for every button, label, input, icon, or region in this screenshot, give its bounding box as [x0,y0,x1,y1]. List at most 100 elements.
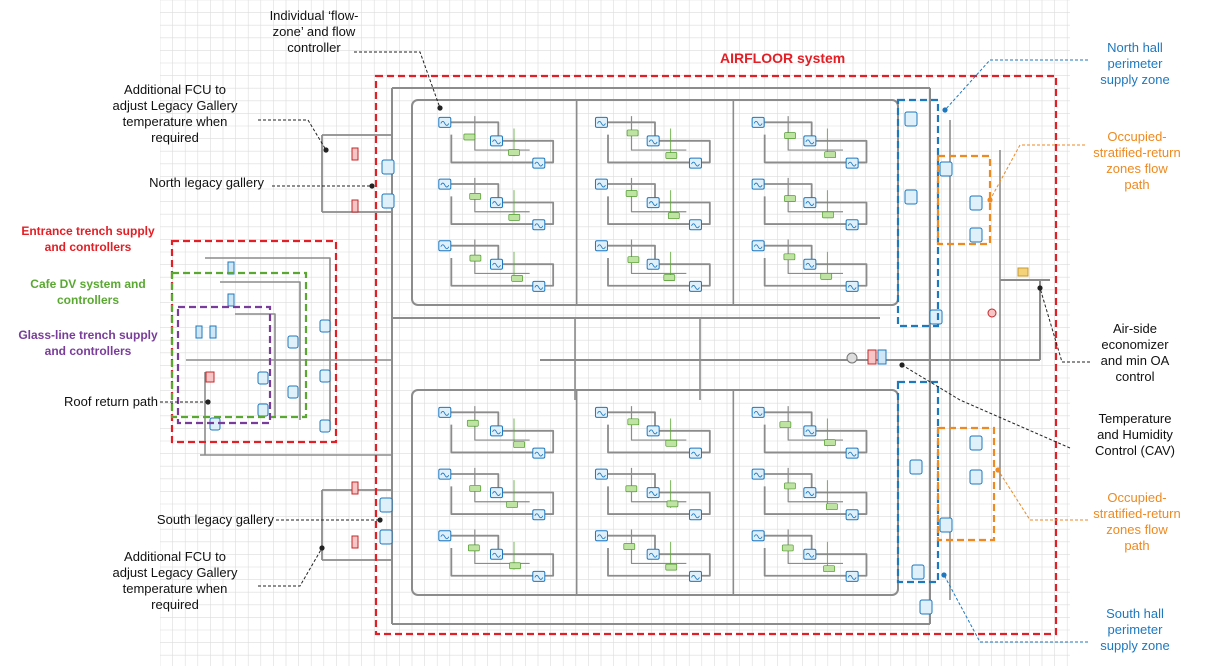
north-legacy-gallery-label: North legacy gallery [100,175,264,191]
controller-icon [470,193,481,199]
legacy-unit-icon [382,194,394,208]
south-hall-leader-dot [941,572,946,577]
outdoor-air-icon [988,309,996,317]
flow-zone-icon [752,531,764,541]
occupied-top-leader-dot [987,197,992,202]
flow-zone-icon [689,158,701,168]
controller-icon [824,566,835,572]
controller-icon [628,257,639,263]
trench-coil-icon [196,326,202,338]
trench-unit-icon [320,370,330,382]
airfloor-title: AIRFLOOR system [720,50,845,66]
flow-zone-icon [533,571,545,581]
flow-zone-icon [752,407,764,417]
controller-icon [825,152,836,158]
flow-zone-icon [846,448,858,458]
south-fcu-label: Additional FCU to adjust Legacy Gallery … [92,549,258,613]
fcu-icon [352,482,358,494]
flow-zone-icon [439,241,451,251]
fcu-icon [352,200,358,212]
controller-icon [626,190,637,196]
north-hall-boundary [898,100,938,326]
temp-humidity-leader-dot [899,362,904,367]
flow-zone-icon [439,407,451,417]
flow-zone-icon [491,549,503,559]
controller-icon [464,134,475,140]
north-hall-perimeter-label: North hall perimeter supply zone [1080,40,1190,88]
trench-coil-icon [228,294,234,306]
glass-line-boundary [178,307,270,423]
coil-icon [878,350,886,364]
return-unit-icon [940,162,952,176]
occupied-zones-top-label: Occupied- stratified-return zones flow p… [1072,129,1202,193]
controller-icon [666,152,677,158]
flow-zone-label: Individual ‘flow- zone’ and flow control… [262,8,366,56]
controller-icon [468,545,479,551]
perimeter-unit-icon [905,112,917,126]
south-hall-perimeter-label: South hall perimeter supply zone [1080,606,1190,654]
controller-icon [668,213,679,219]
flow-zone-icon [689,220,701,230]
flow-zone-icon [533,510,545,520]
coil-icon [868,350,876,364]
damper-icon [1018,268,1028,276]
flow-zone-icon [491,488,503,498]
controller-icon [780,422,791,428]
flow-zone-icon [752,179,764,189]
temp-humidity-leader [902,365,1070,448]
north-fcu-leader-dot [323,147,328,152]
flow-zone-icon [689,510,701,520]
controller-icon [666,440,677,446]
roof-return-damper-icon [206,372,214,382]
perimeter-unit-icon [930,310,942,324]
flow-zone-icon [491,426,503,436]
controller-icon [784,254,795,260]
flow-zone-icon [647,136,659,146]
flow-zone-icon [595,407,607,417]
legacy-unit-icon [380,530,392,544]
controller-icon [507,502,518,508]
flow-zone-icon [439,117,451,127]
flow-zone-icon [647,549,659,559]
flow-zone-icon [439,469,451,479]
flow-zone-icon [595,179,607,189]
trench-unit-icon [288,386,298,398]
flow-zone-icon [439,531,451,541]
controller-icon [470,255,481,261]
legacy-unit-icon [382,160,394,174]
controller-icon [628,419,639,425]
flow-zone-icon [752,117,764,127]
flow-zone-icon [804,426,816,436]
trench-unit-icon [258,404,268,416]
return-unit-icon [940,518,952,532]
south-fcu-leader-dot [319,545,324,550]
glass-line-label: Glass-line trench supply and controllers [0,327,176,359]
controller-icon [785,133,796,139]
fan-icon [847,353,857,363]
controller-icon [470,485,481,491]
return-unit-icon [970,470,982,484]
flow-zone-icon [804,549,816,559]
controller-icon [664,275,675,281]
south-hall-leader [944,575,1088,642]
controller-icon [627,130,638,136]
flow-zone-icon [491,198,503,208]
flow-zone-icon [752,241,764,251]
north-fcu-label: Additional FCU to adjust Legacy Gallery … [92,82,258,146]
controller-icon [782,545,793,551]
flow-zone-icon [804,198,816,208]
controller-icon [824,440,835,446]
flow-zone-icon [689,448,701,458]
return-unit-icon [970,436,982,450]
controller-icon [508,149,519,155]
controller-icon [510,563,521,569]
flow-zone-icon [804,259,816,269]
flow-zone-icon [846,510,858,520]
perimeter-unit-icon [912,565,924,579]
fcu-icon [352,536,358,548]
controller-icon [509,214,520,220]
perimeter-unit-icon [920,600,932,614]
occupied-zones-bottom-label: Occupied- stratified-return zones flow p… [1072,490,1202,554]
system-boundaries [172,76,1056,634]
flow-zone-icon [533,158,545,168]
